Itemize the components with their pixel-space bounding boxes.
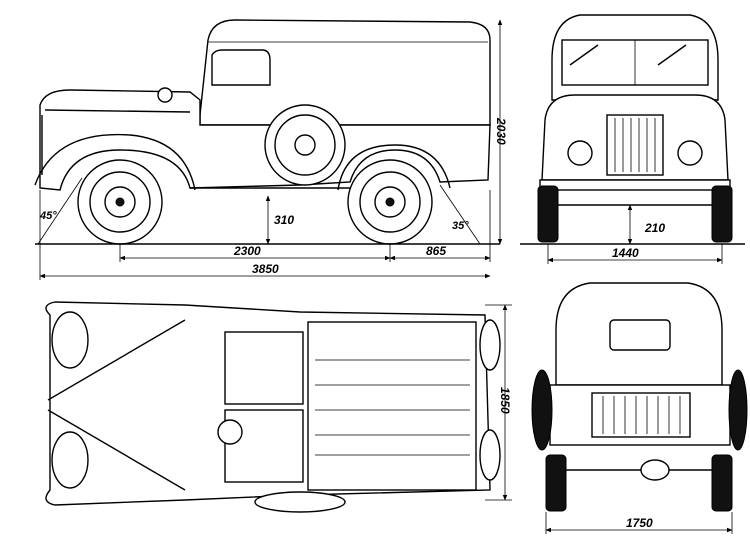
front-tire-right <box>711 185 733 243</box>
top-fender-front-right <box>51 431 89 489</box>
side-window <box>211 49 271 86</box>
dim-overall-length: 3850 <box>252 262 279 276</box>
cab-seat-front <box>224 331 304 405</box>
rear-window <box>609 319 671 351</box>
dim-track: 1440 <box>612 246 639 260</box>
front-view <box>520 14 745 245</box>
rear-tire-right <box>711 454 733 512</box>
wiper-left <box>569 44 599 66</box>
top-fender-front-left <box>51 311 89 369</box>
dim-departure-angle: 35° <box>452 220 469 232</box>
top-spare-wheel <box>254 491 346 513</box>
spare-wheel <box>264 104 346 186</box>
cab-seat-rear <box>224 409 304 483</box>
tailgate <box>591 392 691 438</box>
dim-axle-clearance: 210 <box>644 221 665 235</box>
headlight-right <box>677 140 703 166</box>
dim-overall-height: 2030 <box>494 117 508 145</box>
side-view <box>34 19 500 245</box>
side-dimensions: 2030 310 2300 865 3850 45° 35° <box>39 19 508 280</box>
spotlight <box>157 87 173 103</box>
dim-approach-angle: 45° <box>39 210 57 222</box>
top-fender-rear-left <box>479 319 501 371</box>
front-bumper <box>539 179 731 191</box>
top-dimensions: 1850 <box>485 304 512 501</box>
steering-wheel <box>217 419 243 445</box>
rear-spare-right <box>728 369 748 451</box>
rear-spare-left <box>531 369 553 451</box>
dim-overall-width-rear: 1750 <box>626 516 653 530</box>
radiator-grille <box>606 114 664 176</box>
differential <box>640 459 670 481</box>
front-fender <box>34 133 196 191</box>
front-dimensions: 210 1440 <box>547 204 723 264</box>
rear-fender <box>337 144 451 191</box>
rear-dimensions: 1750 <box>545 512 733 534</box>
hood-top <box>47 319 186 491</box>
rear-tire-left <box>545 454 567 512</box>
side-canvas-top <box>199 19 491 126</box>
top-fender-rear-right <box>479 429 501 481</box>
dim-ground-clearance: 310 <box>274 213 294 227</box>
cargo-bed <box>307 321 477 491</box>
top-view <box>45 301 501 513</box>
dim-rear-overhang: 865 <box>426 244 446 258</box>
headlight-left <box>567 140 593 166</box>
rear-view <box>531 282 748 512</box>
wiper-right <box>657 44 687 66</box>
front-tire-left <box>537 185 559 243</box>
dim-overall-width-top: 1850 <box>498 387 512 414</box>
hood-line <box>44 109 191 113</box>
dim-wheelbase: 2300 <box>233 244 261 258</box>
